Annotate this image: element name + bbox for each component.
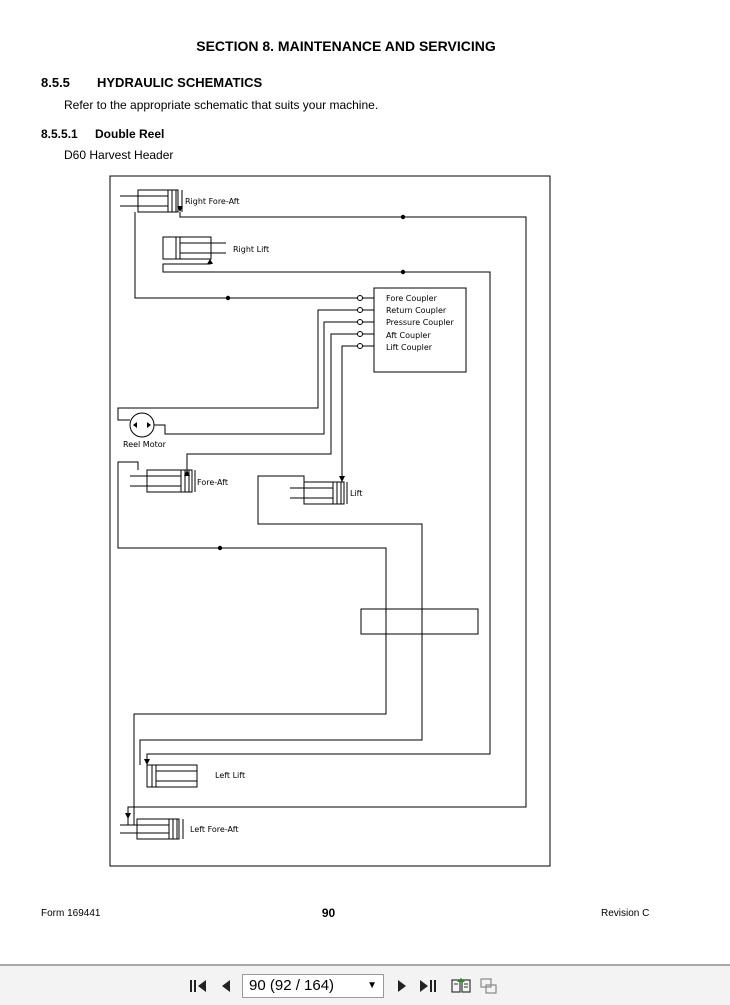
footer-revision: Revision C bbox=[601, 908, 650, 919]
label-left-lift: Left Lift bbox=[215, 771, 245, 780]
label-aft-coupler: Aft Coupler bbox=[386, 331, 431, 340]
section-title: SECTION 8. MAINTENANCE AND SERVICING bbox=[196, 38, 496, 54]
subheading-title: Double Reel bbox=[95, 127, 165, 141]
chevron-down-icon: ▼ bbox=[367, 980, 377, 991]
footer-form-number: Form 169441 bbox=[41, 908, 101, 919]
label-return-coupler: Return Coupler bbox=[386, 306, 447, 315]
previous-page-icon[interactable] bbox=[216, 976, 236, 996]
label-fore-aft: Fore-Aft bbox=[197, 478, 228, 487]
heading-number: 8.5.5 bbox=[41, 75, 70, 90]
label-lift-coupler: Lift Coupler bbox=[386, 343, 433, 352]
hydraulic-schematic: Right Fore-Aft Right Lift Fore Coupler R… bbox=[109, 175, 551, 867]
label-reel-motor: Reel Motor bbox=[123, 440, 167, 449]
label-right-fore-aft: Right Fore-Aft bbox=[185, 197, 240, 206]
label-pressure-coupler: Pressure Coupler bbox=[386, 318, 454, 327]
heading-title: HYDRAULIC SCHEMATICS bbox=[97, 75, 263, 90]
two-page-icon[interactable] bbox=[478, 976, 498, 996]
intro-text: Refer to the appropriate schematic that … bbox=[64, 98, 379, 112]
label-lift: Lift bbox=[350, 489, 363, 498]
pdf-toolbar: 90 (92 / 164) ▼ bbox=[0, 964, 730, 1005]
first-page-icon[interactable] bbox=[188, 976, 208, 996]
label-left-fore-aft: Left Fore-Aft bbox=[190, 825, 239, 834]
page-number-select[interactable]: 90 (92 / 164) ▼ bbox=[242, 974, 384, 998]
page-number-value: 90 (92 / 164) bbox=[249, 977, 335, 994]
fit-page-icon[interactable] bbox=[450, 976, 471, 996]
last-page-icon[interactable] bbox=[418, 976, 438, 996]
schematic-subtitle: D60 Harvest Header bbox=[64, 148, 174, 162]
label-fore-coupler: Fore Coupler bbox=[386, 294, 438, 303]
subheading-number: 8.5.5.1 bbox=[41, 127, 78, 141]
label-right-lift: Right Lift bbox=[233, 245, 269, 254]
footer-page-number: 90 bbox=[321, 906, 336, 920]
next-page-icon[interactable] bbox=[392, 976, 412, 996]
